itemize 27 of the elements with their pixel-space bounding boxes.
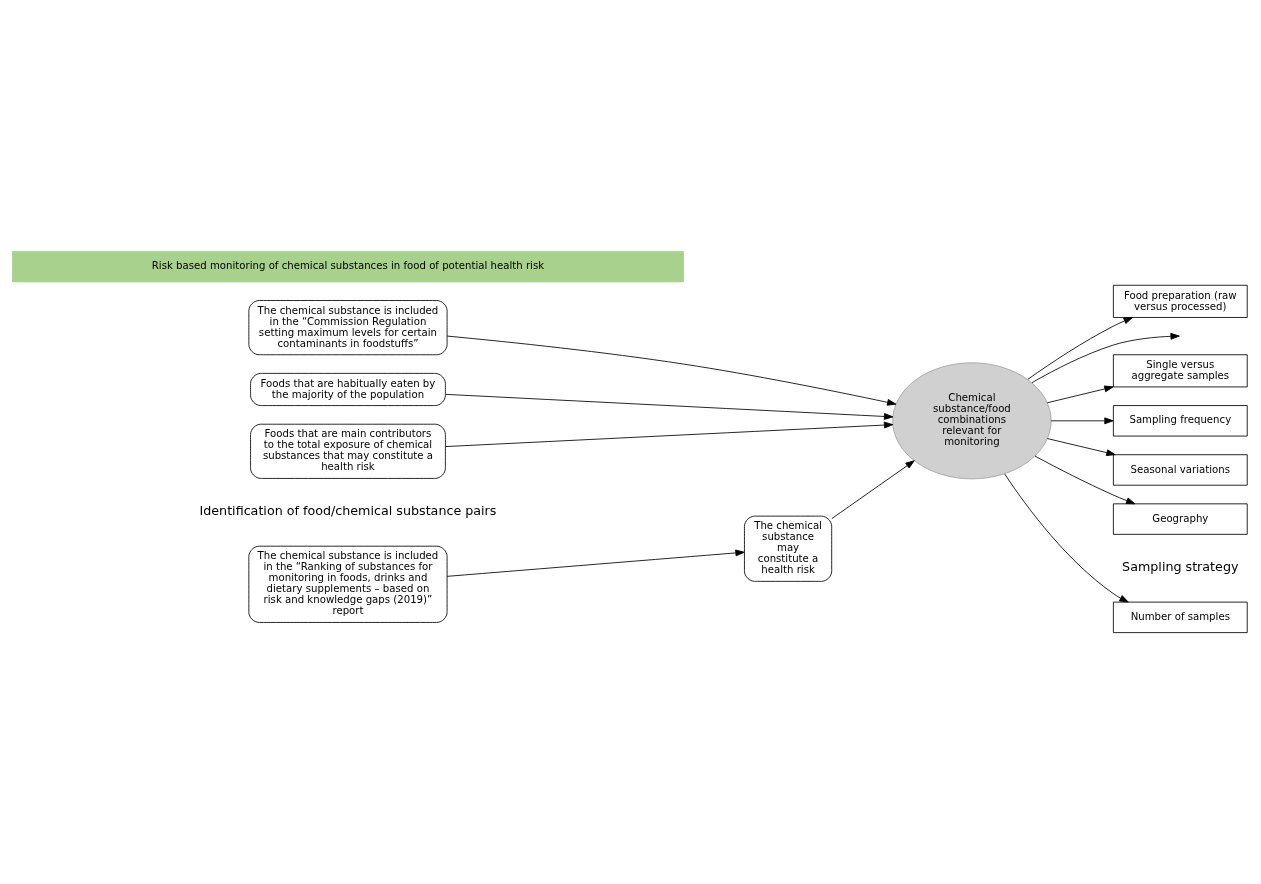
node-box: Foods that are habitually eaten by the majority of the population [250, 372, 446, 406]
node-box: Food preparation (raw versus processed) [1112, 284, 1248, 318]
node-ellipse: Chemical substance/food combinations relevant for monitoring [892, 362, 1052, 480]
arrow [1004, 473, 1129, 603]
node-box: The chemical substance is included in the “Ranking of substances for monitoring in foods, drinks and dietary supplements – based on risk and knowledge gaps (2019)” report [248, 545, 448, 623]
node-box: Geography [1112, 503, 1248, 535]
arrow [1027, 317, 1133, 380]
label: Sampling strategy [1122, 559, 1239, 575]
arrow [446, 335, 897, 406]
arrow [1031, 332, 1180, 384]
node-box: Foods that are main contributors to the total exposure of chemical substances that may constitute a health risk [250, 423, 446, 479]
node-box: Seasonal variations [1112, 454, 1248, 486]
node-box: The chemical substance may constitute a health risk [744, 515, 833, 582]
node-box: The chemical substance is included in the “Commission Regulation setting maximum levels for certain contaminants in foodstuffs” [248, 300, 448, 356]
arrow [445, 421, 894, 447]
arrow [831, 460, 915, 519]
arrow [1050, 417, 1114, 425]
arrow [1034, 455, 1136, 505]
label: Identification of food/chemical substance pairs [199, 503, 497, 519]
node-box: Single versus aggregate samples [1112, 354, 1248, 388]
node-box: Sampling frequency [1112, 405, 1248, 437]
arrow [1046, 385, 1114, 404]
arrow [445, 393, 894, 420]
node-box: Number of samples [1112, 601, 1248, 634]
node-box: Risk based monitoring of chemical substances in food of potential health risk [12, 250, 684, 283]
arrow [446, 549, 745, 577]
arrow [1046, 438, 1116, 457]
